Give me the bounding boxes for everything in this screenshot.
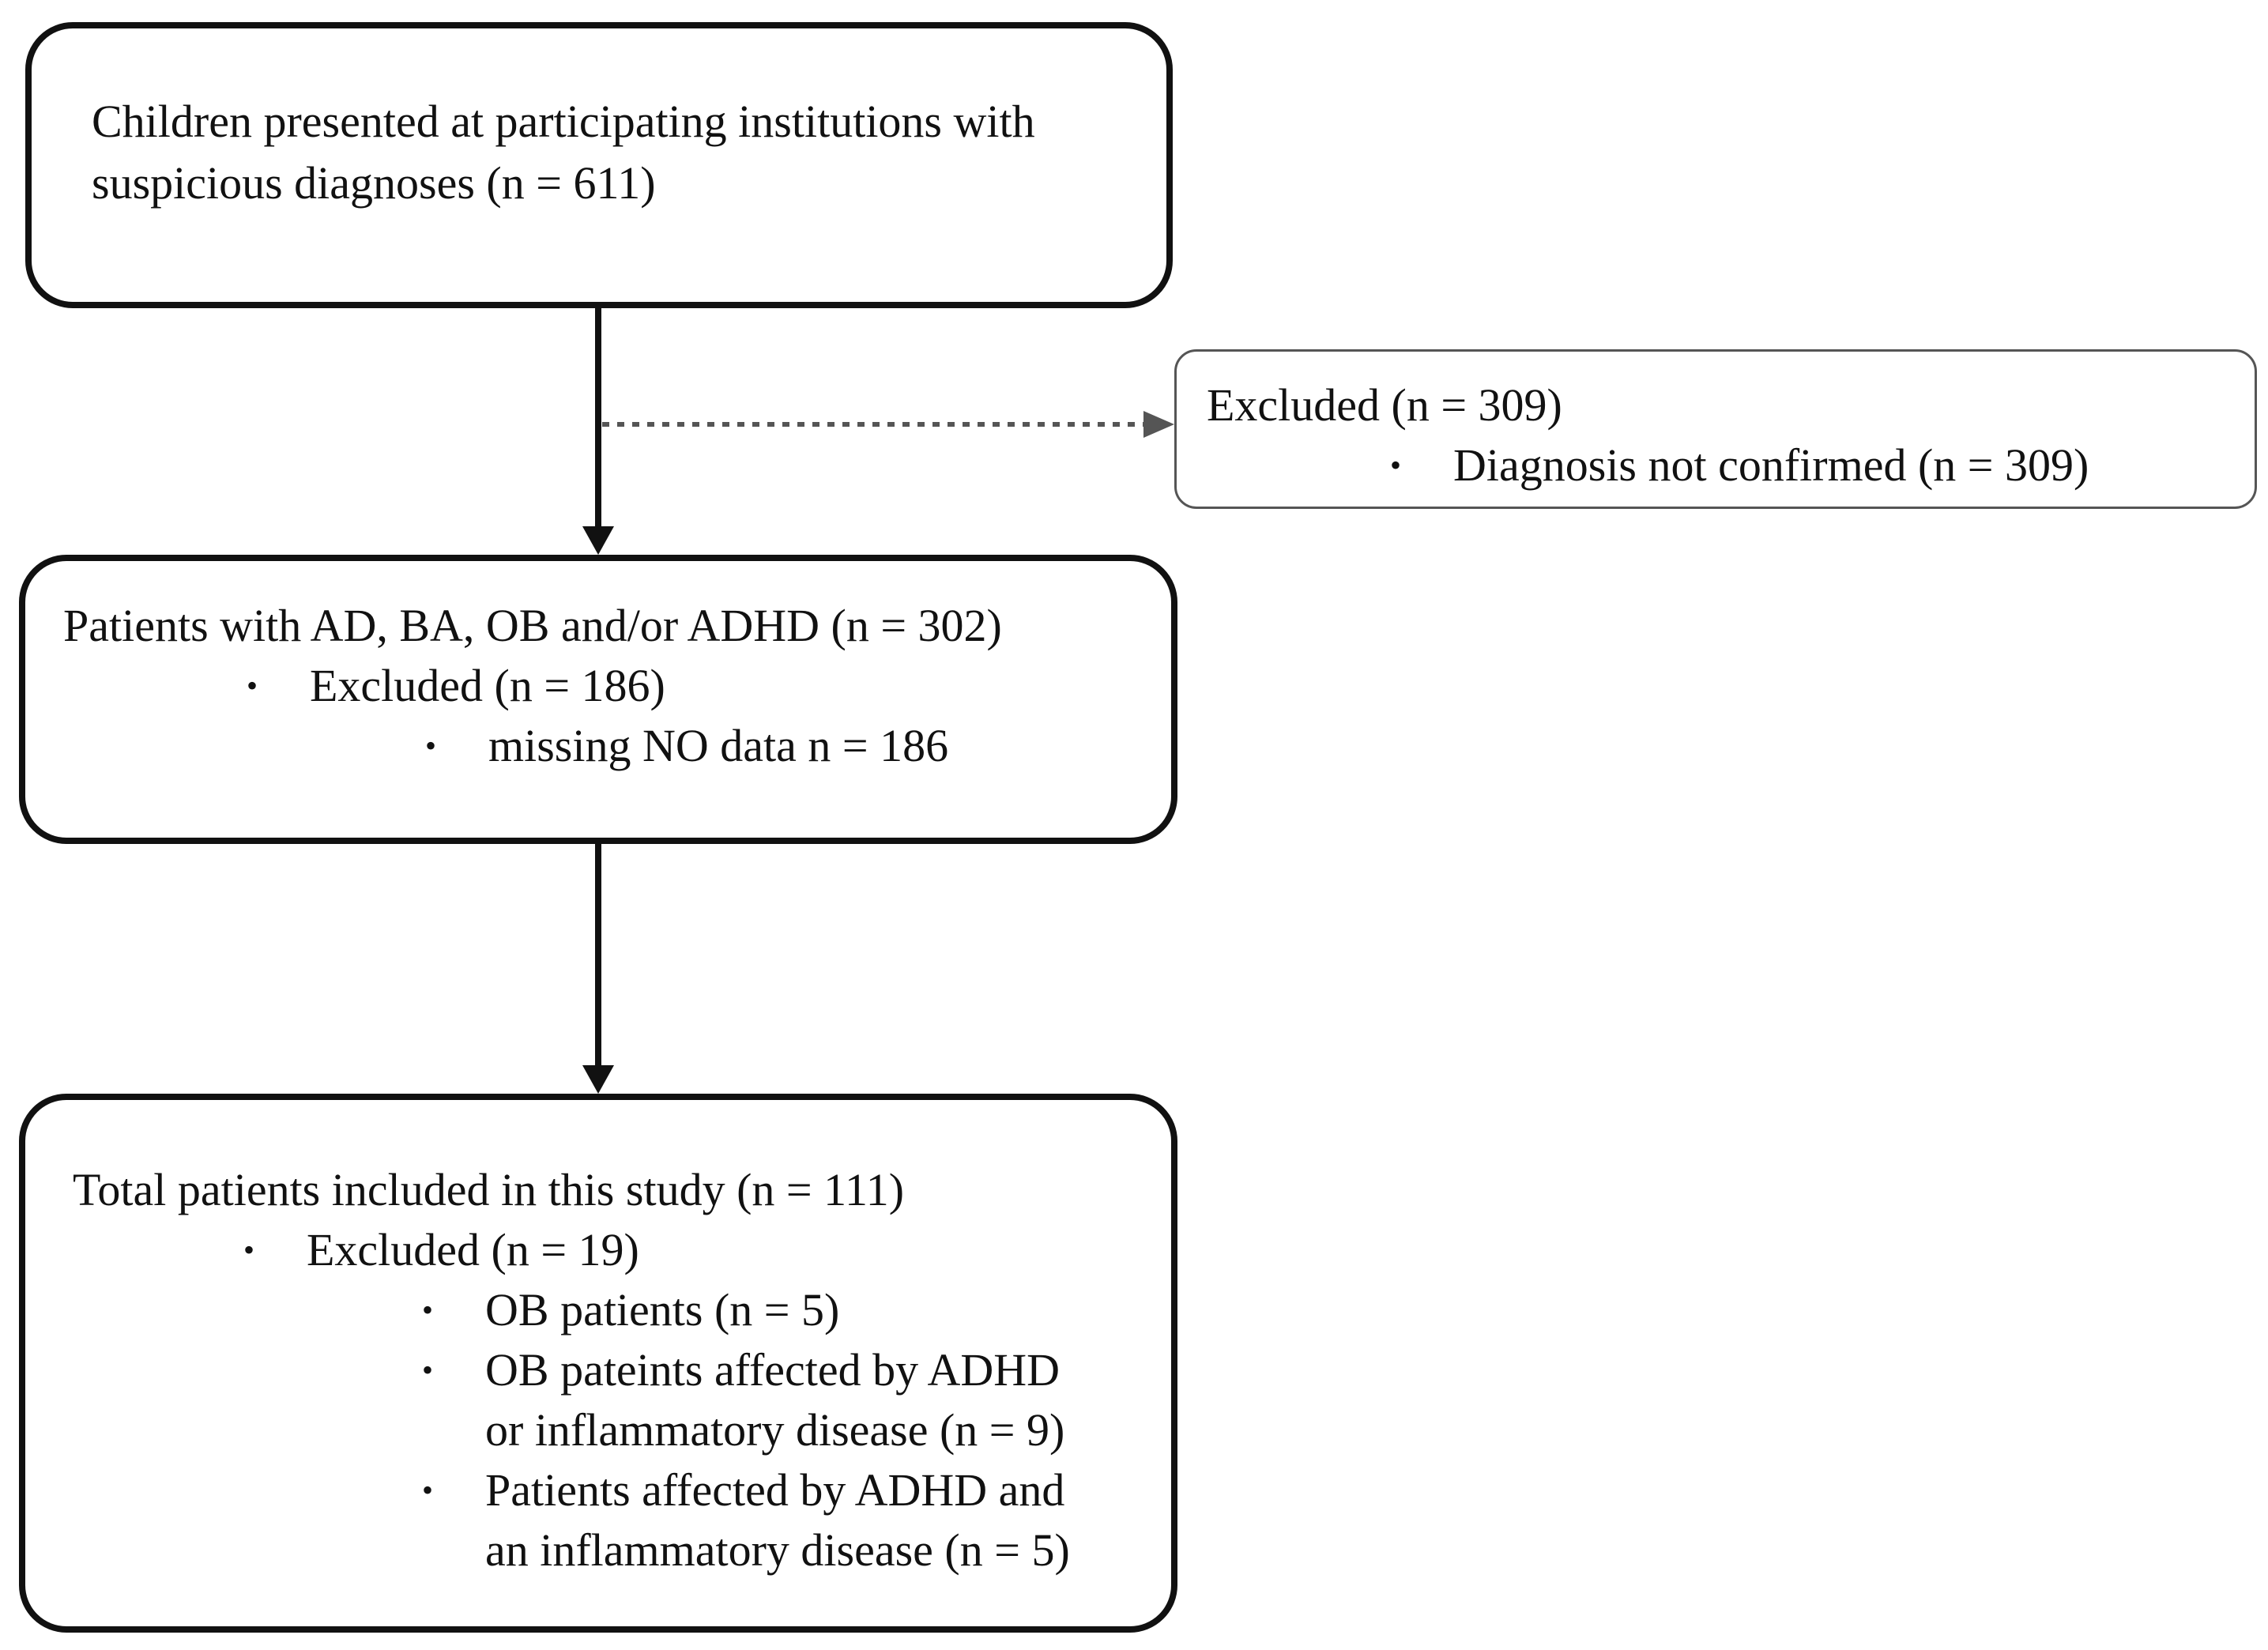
arrowhead-excluded (1143, 411, 1174, 438)
box2-excluded: Excluded (n = 186) (310, 660, 665, 711)
box3-bullet-1: • (243, 1232, 255, 1268)
arrowhead-box3 (582, 1065, 614, 1094)
excluded-side-item1: Diagnosis not confirmed (n = 309) (1453, 439, 2089, 491)
box2-bullet-2: • (425, 728, 437, 763)
box3-item1: OB patients (n = 5) (485, 1284, 840, 1335)
box2-title: Patients with AD, BA, OB and/or ADHD (n … (63, 600, 1002, 651)
box3-excluded: Excluded (n = 19) (307, 1224, 639, 1275)
box2-item1: missing NO data n = 186 (488, 720, 949, 771)
box1-line1: Children presented at participating inst… (92, 96, 1035, 147)
box3-item2-line1: OB pateints affected by ADHD (485, 1344, 1060, 1396)
box-patients-with-conditions: Patients with AD, BA, OB and/or ADHD (n … (19, 555, 1177, 844)
excluded-side-bullet: • (1390, 447, 1402, 483)
box3-bullet-3: • (422, 1352, 434, 1388)
box3-item2-line2: or inflammatory disease (n = 9) (485, 1404, 1065, 1456)
box1-line2: suspicious diagnoses (n = 611) (92, 157, 656, 209)
box2-bullet-1: • (247, 668, 258, 703)
box3-item3-line2: an inflammatory disease (n = 5) (485, 1524, 1070, 1576)
box-children-presented: Children presented at participating inst… (25, 22, 1173, 308)
arrowhead-box2 (582, 526, 614, 555)
box3-bullet-2: • (422, 1292, 434, 1328)
box3-bullet-4: • (422, 1472, 434, 1508)
box-total-included: Total patients included in this study (n… (19, 1094, 1177, 1633)
box3-item3-line1: Patients affected by ADHD and (485, 1464, 1065, 1516)
box3-title: Total patients included in this study (n… (73, 1164, 905, 1215)
box-excluded-not-confirmed: Excluded (n = 309) • Diagnosis not confi… (1174, 349, 2257, 509)
excluded-side-title: Excluded (n = 309) (1207, 379, 1562, 431)
